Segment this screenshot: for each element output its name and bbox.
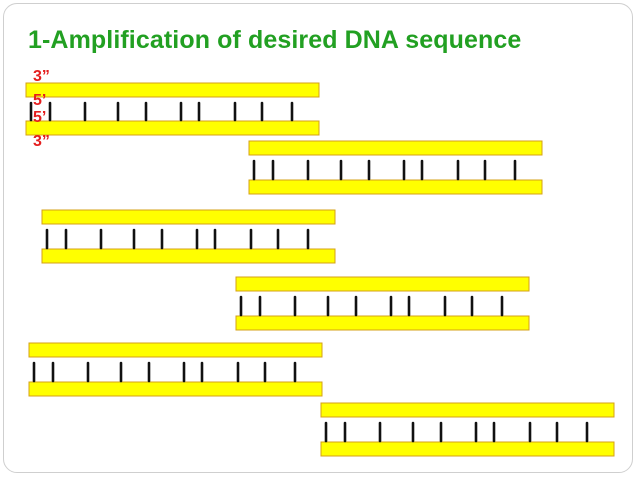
bottom-strand [41,248,336,264]
slide-title: 1-Amplification of desired DNA sequence [28,26,522,54]
bottom-strand [235,315,530,331]
top-strand [235,276,530,292]
top-strand [248,140,543,156]
top-strand [41,209,336,225]
bottom-strand [248,179,543,195]
dna-fragment-6 [320,402,615,457]
bottom-strand [28,381,323,397]
strand-label-top-right-5prime: 5’ [33,92,47,109]
dna-fragment-1 [25,82,320,136]
dna-fragment-2 [248,140,543,195]
dna-fragment-5 [28,342,323,397]
bottom-strand [320,441,615,457]
top-strand [28,342,323,358]
top-strand [320,402,615,418]
dna-fragment-3 [41,209,336,264]
bottom-strand [25,120,320,136]
dna-fragment-4 [235,276,530,331]
strand-label-top-left-3prime: 3” [33,68,50,85]
strand-label-bottom-left-5prime: 5’ [33,109,47,126]
top-strand [25,82,320,98]
strand-label-bottom-right-3prime: 3” [33,133,50,150]
